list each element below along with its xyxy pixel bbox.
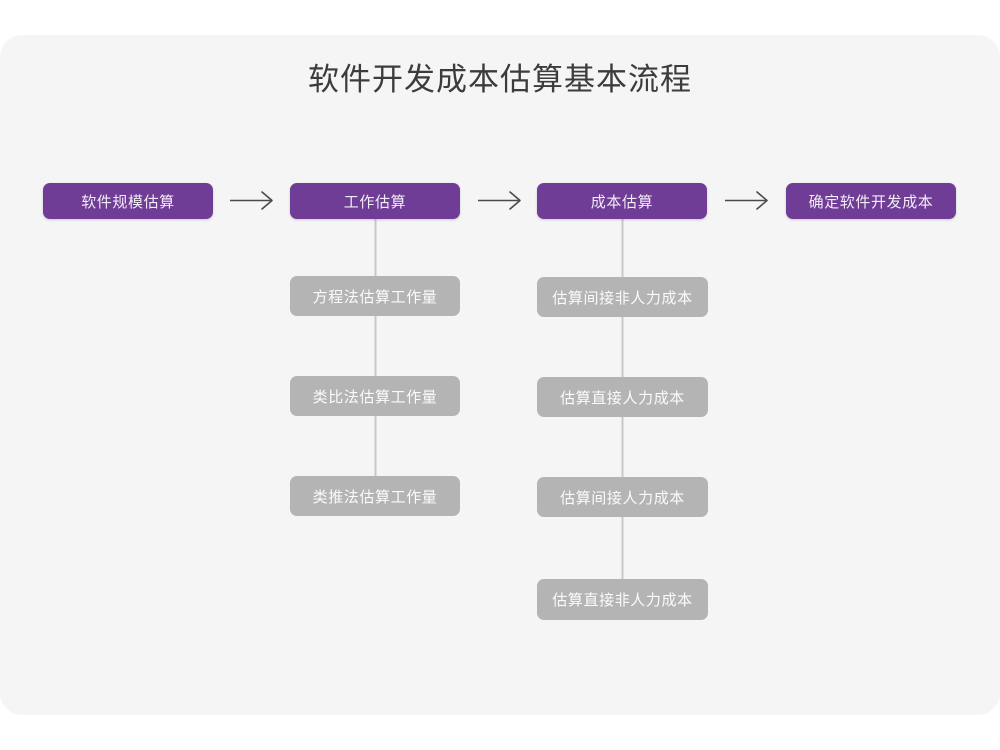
substep-node-label: 类比法估算工作量 <box>312 388 438 406</box>
diagram-card <box>0 35 1000 715</box>
substep-node-direct-labor-cost[interactable]: 估算直接人力成本 <box>537 377 708 417</box>
arrow-stage3-stage4 <box>725 191 768 210</box>
stage-node-label: 确定软件开发成本 <box>808 193 934 211</box>
substep-node-label: 类推法估算工作量 <box>312 488 438 506</box>
substep-node-direct-nonlabor-cost[interactable]: 估算直接非人力成本 <box>537 579 708 620</box>
substep-node-label: 估算直接非人力成本 <box>552 592 693 609</box>
substep-node-label: 估算间接非人力成本 <box>552 289 693 307</box>
arrow-stage2-stage3 <box>478 191 521 210</box>
stage-node-label: 工作估算 <box>343 193 407 211</box>
substep-node-label: 方程法估算工作量 <box>312 288 438 306</box>
arrow-stage1-stage2 <box>230 191 273 210</box>
stage-node-software-scale-estimation[interactable]: 软件规模估算 <box>43 183 213 219</box>
stage-node-cost-estimation[interactable]: 成本估算 <box>537 183 707 219</box>
stage-node-effort-estimation[interactable]: 工作估算 <box>290 183 460 219</box>
substep-node-equation-method-effort[interactable]: 方程法估算工作量 <box>290 276 460 316</box>
substep-node-indirect-nonlabor-cost[interactable]: 估算间接非人力成本 <box>537 277 708 317</box>
substep-node-label: 估算直接人力成本 <box>560 389 685 407</box>
stage-node-determine-development-cost[interactable]: 确定软件开发成本 <box>786 183 956 219</box>
substep-node-inference-method-effort[interactable]: 类推法估算工作量 <box>290 476 460 516</box>
substep-node-analogy-method-effort[interactable]: 类比法估算工作量 <box>290 376 460 416</box>
stage-node-label: 成本估算 <box>590 193 654 211</box>
substep-node-label: 估算间接人力成本 <box>560 489 685 507</box>
stage-node-label: 软件规模估算 <box>81 193 175 211</box>
substep-node-indirect-labor-cost[interactable]: 估算间接人力成本 <box>537 477 708 517</box>
page-title: 软件开发成本估算基本流程 <box>308 62 692 97</box>
